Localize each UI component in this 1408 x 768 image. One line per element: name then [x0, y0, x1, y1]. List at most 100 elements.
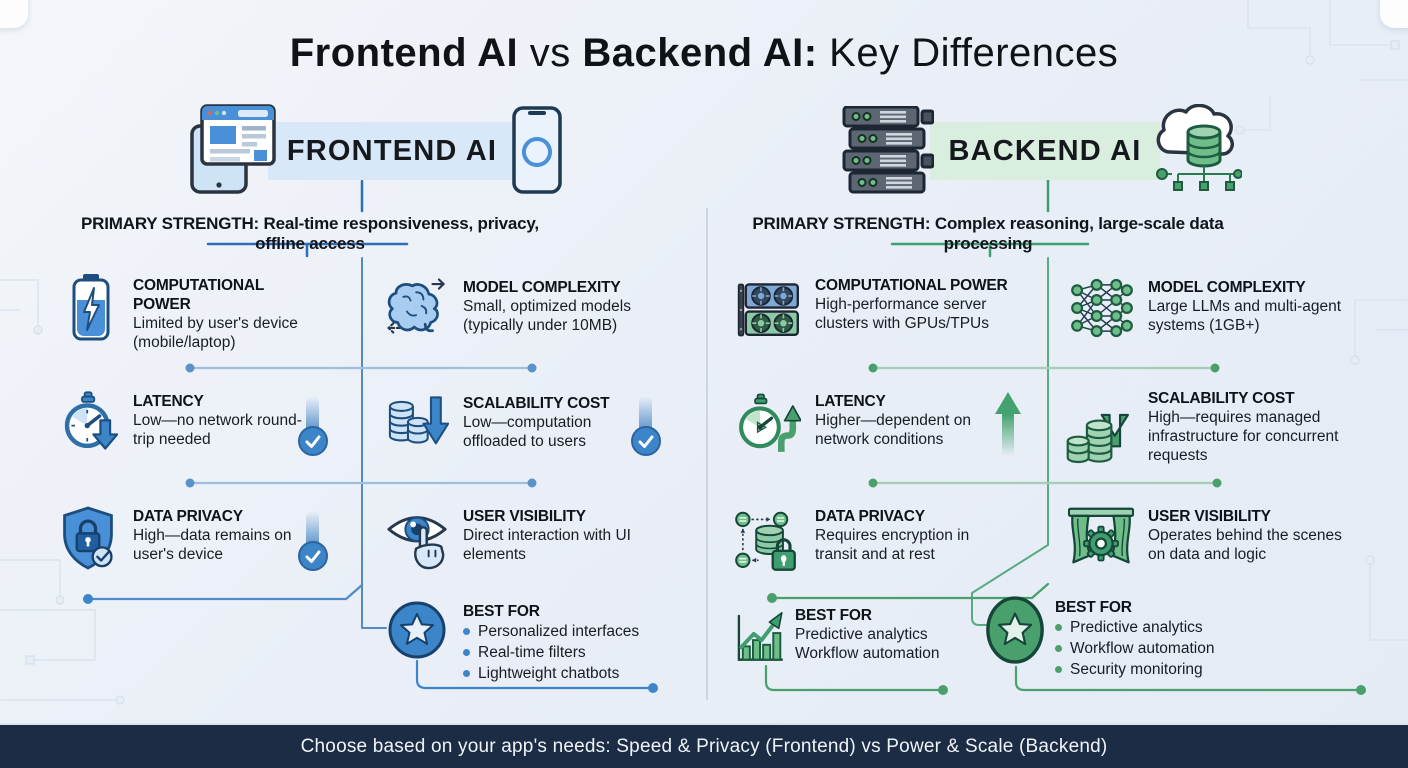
- coins-up-icon: [1066, 385, 1134, 471]
- brain-icon: [385, 274, 449, 338]
- battery-bolt-icon: [62, 272, 120, 342]
- best-for-item: Security monitoring: [1070, 661, 1203, 678]
- item-desc: Direct interaction with UI elements: [463, 527, 631, 563]
- check-badge-icon: [631, 426, 661, 456]
- page-title: Frontend AI vs Backend AI: Key Differenc…: [0, 28, 1408, 78]
- item-title: DATA PRIVACY: [815, 508, 925, 525]
- item-desc: High-performance server clusters with GP…: [815, 296, 989, 332]
- bullet-dot: [463, 628, 470, 635]
- backend-header-banner: BACKEND AI: [930, 122, 1160, 180]
- frontend-header-label: FRONTEND AI: [286, 134, 498, 167]
- frontend-model-complexity: MODEL COMPLEXITY Small, optimized models…: [385, 274, 685, 338]
- item-desc: High—data remains on user's device: [133, 527, 292, 563]
- page-corner-decoration: [0, 0, 28, 28]
- item-desc: Low—computation offloaded to users: [463, 414, 592, 450]
- item-title: LATENCY: [815, 393, 886, 410]
- item-title: MODEL COMPLEXITY: [1148, 279, 1306, 296]
- item-title: BEST FOR: [1055, 599, 1132, 616]
- frontend-latency: LATENCY Low—no network round-trip needed: [60, 388, 350, 458]
- best-for-line: Predictive analytics: [795, 626, 928, 643]
- frontend-header-banner: FRONTEND AI: [268, 122, 516, 180]
- bullet-dot: [1055, 645, 1062, 652]
- title-backend: Backend AI:: [582, 31, 818, 75]
- footer-banner: Choose based on your app's needs: Speed …: [0, 723, 1408, 768]
- backend-data-privacy: DATA PRIVACY Requires encryption in tran…: [735, 503, 1035, 583]
- item-title: SCALABILITY COST: [463, 395, 610, 412]
- phone-ai-icon: [512, 106, 562, 194]
- up-arrow-head: [995, 392, 1021, 414]
- best-for-item: Predictive analytics: [1070, 619, 1203, 636]
- item-desc: Low—no network round-trip needed: [133, 412, 302, 448]
- cloud-database-icon: [1156, 104, 1242, 191]
- backend-best-for-star: BEST FOR Predictive analytics Workflow a…: [984, 594, 1314, 680]
- down-indicator-bar: [306, 511, 319, 549]
- check-badge-icon: [298, 426, 328, 456]
- strength-text: Real-time responsiveness, privacy, offli…: [255, 214, 539, 253]
- star-badge-icon: [386, 598, 448, 662]
- frontend-user-visibility: USER VISIBILITY Direct interaction with …: [385, 503, 685, 573]
- item-title: SCALABILITY COST: [1148, 390, 1295, 407]
- item-title: LATENCY: [133, 393, 204, 410]
- up-indicator-arrow: [995, 392, 1021, 458]
- best-for-item: Real-time filters: [478, 644, 586, 661]
- server-rack-icon: [842, 106, 934, 194]
- backend-latency: LATENCY Higher—dependent on network cond…: [737, 388, 1037, 460]
- item-desc: Higher—dependent on network conditions: [815, 412, 971, 448]
- backend-best-for-analytics: BEST FOR Predictive analytics Workflow a…: [735, 602, 975, 672]
- item-desc: High—requires managed infrastructure for…: [1148, 409, 1339, 464]
- browser-tablet-icon: [190, 104, 276, 194]
- best-for-item: Workflow automation: [1070, 640, 1215, 657]
- backend-computational-power: COMPUTATIONAL POWER High-performance ser…: [737, 272, 1047, 348]
- item-title: BEST FOR: [463, 603, 540, 620]
- frontend-best-for: BEST FOR Personalized interfaces Real-ti…: [386, 598, 686, 684]
- item-title: COMPUTATIONAL POWER: [133, 277, 264, 313]
- frontend-data-privacy: DATA PRIVACY High—data remains on user's…: [58, 503, 348, 573]
- item-title: COMPUTATIONAL POWER: [815, 277, 1008, 294]
- bullet-dot: [463, 649, 470, 656]
- gpu-cards-icon: [737, 272, 801, 348]
- item-title: USER VISIBILITY: [463, 508, 586, 525]
- up-arrow-shaft: [1002, 414, 1014, 456]
- best-for-line: Workflow automation: [795, 645, 940, 662]
- strength-label: PRIMARY STRENGTH:: [81, 214, 259, 233]
- neural-network-icon: [1070, 274, 1134, 342]
- backend-header-label: BACKEND AI: [948, 134, 1142, 167]
- backend-primary-strength: PRIMARY STRENGTH: Complex reasoning, lar…: [740, 214, 1236, 254]
- title-frontend: Frontend AI: [289, 31, 519, 75]
- item-desc: Operates behind the scenes on data and l…: [1148, 527, 1342, 563]
- title-vs: vs: [518, 31, 583, 75]
- item-desc: Requires encryption in transit and at re…: [815, 527, 970, 563]
- bullet-dot: [1055, 624, 1062, 631]
- title-rest: Key Differences: [817, 31, 1119, 75]
- bullet-dot: [463, 670, 470, 677]
- item-title: MODEL COMPLEXITY: [463, 279, 621, 296]
- stopwatch-up-icon: [737, 388, 801, 460]
- frontend-scalability-cost: SCALABILITY COST Low—computation offload…: [385, 390, 685, 454]
- growth-chart-icon: [735, 602, 785, 672]
- coins-down-icon: [385, 390, 449, 454]
- item-title: BEST FOR: [795, 607, 872, 624]
- item-desc: Large LLMs and multi-agent systems (1GB+…: [1148, 298, 1342, 334]
- backend-model-complexity: MODEL COMPLEXITY Large LLMs and multi-ag…: [1070, 274, 1390, 342]
- down-indicator-bar: [306, 396, 319, 434]
- eye-pointer-icon: [385, 503, 449, 573]
- strength-text: Complex reasoning, large-scale data proc…: [930, 214, 1224, 253]
- item-desc: Small, optimized models (typically under…: [463, 298, 631, 334]
- item-title: USER VISIBILITY: [1148, 508, 1271, 525]
- frontend-primary-strength: PRIMARY STRENGTH: Real-time responsivene…: [60, 214, 560, 254]
- item-desc: Limited by user's device (mobile/laptop): [133, 315, 298, 351]
- frontend-computational-power: COMPUTATIONAL POWER Limited by user's de…: [62, 272, 352, 352]
- footer-text: Choose based on your app's needs: Speed …: [300, 735, 1108, 757]
- item-title: DATA PRIVACY: [133, 508, 243, 525]
- backend-scalability-cost: SCALABILITY COST High—requires managed i…: [1066, 385, 1396, 471]
- check-badge-icon: [298, 541, 328, 571]
- best-for-item: Personalized interfaces: [478, 623, 640, 640]
- curtain-gear-icon: [1068, 503, 1134, 577]
- column-divider: [706, 208, 708, 700]
- page-corner-decoration: [1380, 0, 1408, 28]
- stopwatch-down-icon: [60, 388, 118, 458]
- backend-user-visibility: USER VISIBILITY Operates behind the scen…: [1068, 503, 1398, 577]
- star-badge-icon: [984, 594, 1046, 666]
- shield-lock-icon: [58, 503, 118, 573]
- database-lock-icon: [735, 503, 801, 583]
